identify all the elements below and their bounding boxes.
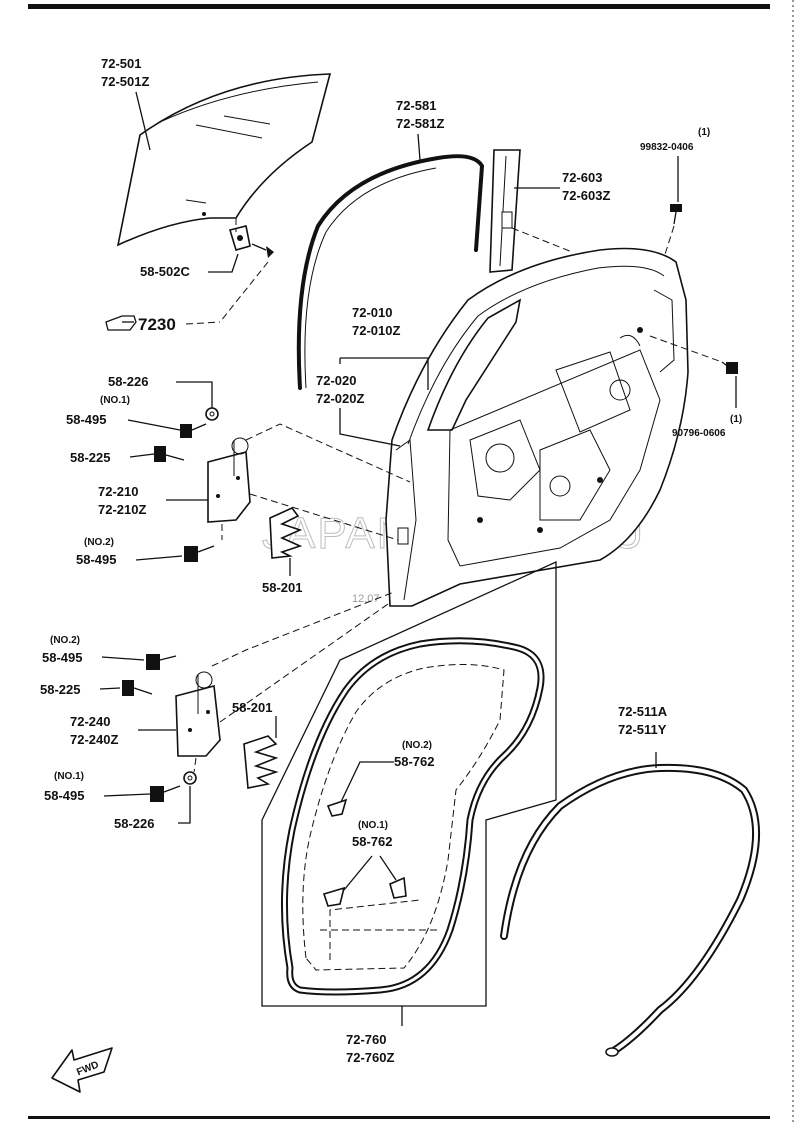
label-shim-upper: 58-201 (262, 580, 302, 595)
label-bolt-top: 99832-0406 (640, 142, 694, 153)
label-bolt-no1-upper-tag: (NO.1) (100, 395, 130, 406)
door-weatherstrip[interactable] (281, 637, 545, 996)
label-bolt-right: 90796-0606 (672, 428, 726, 439)
door-shell[interactable] (385, 247, 689, 607)
clip-no2[interactable] (326, 798, 348, 817)
upper-washer[interactable] (205, 407, 219, 421)
label-panel-b: 72-020Z (316, 391, 364, 406)
door-glass[interactable] (116, 73, 332, 247)
clip-no1-left[interactable] (322, 886, 346, 907)
date-stamp: 12.07 (352, 593, 380, 605)
label-hinge-up-a: 72-210 (98, 484, 138, 499)
label-hinge-up-b: 72-210Z (98, 502, 146, 517)
label-strip-a: 72-511A (618, 704, 668, 719)
label-door-a: 72-010 (352, 305, 392, 320)
label-clip-no2-tag: (NO.2) (402, 740, 432, 751)
opening-trim-strip[interactable] (500, 763, 761, 1057)
label-bolt-no2-upper-tag: (NO.2) (84, 537, 114, 548)
label-clip-no2: 58-762 (394, 754, 434, 769)
label-panel-a: 72-020 (316, 373, 356, 388)
top-bolt[interactable] (670, 204, 682, 225)
label-bolt-right-qty: (1) (730, 414, 742, 425)
label-bolt-no2-lower-tag: (NO.2) (50, 635, 80, 646)
glass-clip-screw[interactable] (251, 243, 274, 258)
label-clip-no1-tag: (NO.1) (358, 820, 388, 831)
label-bolt-no1-upper: 58-495 (66, 412, 106, 427)
label-weather-a: 72-760 (346, 1032, 386, 1047)
center-sash[interactable] (489, 149, 521, 273)
label-bolt-no1-lower: 58-495 (44, 788, 84, 803)
label-hinge-lo-a: 72-240 (70, 714, 110, 729)
label-bolt-no2-upper: 58-495 (76, 552, 116, 567)
upper-bolt-no2[interactable] (184, 545, 215, 562)
label-channel-a: 72-581 (396, 98, 436, 113)
clip-no1-right[interactable] (389, 876, 407, 899)
weatherstrip-frame (261, 560, 557, 1007)
label-washer-upper: 58-226 (108, 374, 148, 389)
lower-bolt-no1[interactable] (150, 785, 181, 802)
label-washer-lower: 58-226 (114, 816, 154, 831)
label-clip-no1: 58-762 (352, 834, 392, 849)
label-bolt-top-qty: (1) (698, 127, 710, 138)
label-clip-glass: 58-502C (140, 264, 190, 279)
fwd-arrow-icon (51, 1047, 113, 1093)
upper-bolt-225[interactable] (154, 446, 185, 462)
label-channel-b: 72-581Z (396, 116, 444, 131)
glass-clip[interactable] (228, 225, 251, 251)
top-rule (28, 4, 770, 9)
hand-pointer-icon (105, 315, 137, 331)
label-shim-lower: 58-201 (232, 700, 272, 715)
label-bolt-no2-lower: 58-495 (42, 650, 82, 665)
label-weather-b: 72-760Z (346, 1050, 394, 1065)
label-hinge-lo-b: 72-240Z (70, 732, 118, 747)
lower-bolt-225[interactable] (122, 680, 153, 696)
label-glass-a: 72-501 (101, 56, 141, 71)
right-bolt[interactable] (721, 361, 738, 374)
bottom-rule (28, 1116, 770, 1119)
label-bolt-225-upper: 58-225 (70, 450, 110, 465)
lower-washer[interactable] (183, 771, 197, 785)
lower-bolt-no2[interactable] (146, 654, 177, 670)
upper-shim[interactable] (269, 507, 303, 559)
lower-hinge[interactable] (175, 671, 221, 757)
label-bolt-225-lower: 58-225 (40, 682, 80, 697)
upper-hinge[interactable] (207, 437, 251, 523)
ref-page-link[interactable]: 7230 (138, 315, 176, 334)
lower-shim[interactable] (243, 735, 279, 789)
label-sash-b: 72-603Z (562, 188, 610, 203)
label-glass-b: 72-501Z (101, 74, 149, 89)
label-sash-a: 72-603 (562, 170, 602, 185)
glass-run-channel[interactable] (296, 154, 485, 390)
label-strip-b: 72-511Y (618, 722, 667, 737)
upper-bolt-no1[interactable] (180, 423, 207, 438)
label-bolt-no1-lower-tag: (NO.1) (54, 771, 84, 782)
label-door-b: 72-010Z (352, 323, 400, 338)
